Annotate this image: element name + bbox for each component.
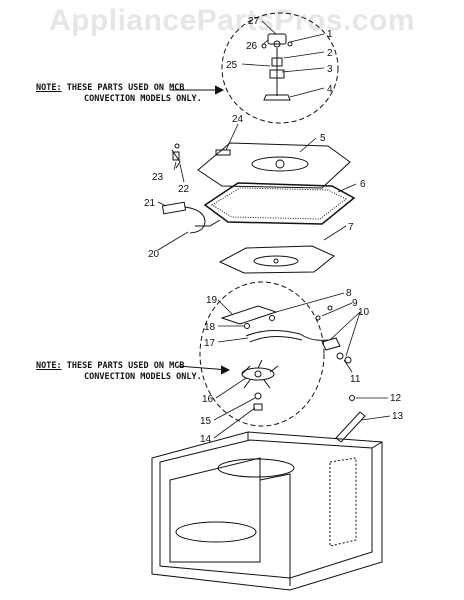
- leader-lines: [157, 20, 391, 439]
- callout-20: 20: [148, 249, 160, 260]
- callout-2: 2: [327, 48, 333, 59]
- panel-5-icon: [197, 142, 351, 189]
- callout-10: 10: [358, 307, 370, 318]
- heater-17-icon: [245, 330, 329, 341]
- note-middle-line1: THESE PARTS USED ON MCB: [66, 361, 185, 371]
- note-top-label: NOTE:: [36, 83, 62, 93]
- callout-27: 27: [248, 16, 260, 27]
- nut-14-icon: [253, 403, 263, 411]
- note-middle-label: NOTE:: [36, 361, 62, 371]
- part-10-icon: [321, 337, 341, 351]
- callout-4: 4: [327, 84, 333, 95]
- note-middle-line2: CONVECTION MODELS ONLY.: [84, 372, 202, 382]
- callout-8: 8: [346, 288, 352, 299]
- callout-21: 21: [144, 198, 156, 209]
- switch-22-icon: [171, 143, 181, 169]
- callout-24: 24: [232, 114, 244, 125]
- callout-11: 11: [350, 374, 361, 385]
- callout-5: 5: [320, 133, 326, 144]
- callout-1: 1: [327, 29, 333, 40]
- callout-18: 18: [204, 322, 216, 333]
- note-top-line1: THESE PARTS USED ON MCB: [66, 83, 185, 93]
- note-top: NOTE: THESE PARTS USED ON MCB CONVECTION…: [36, 83, 202, 105]
- callout-3: 3: [327, 64, 333, 75]
- tray-7-icon: [218, 245, 335, 274]
- callout-13: 13: [392, 411, 404, 422]
- bracket-21-icon: [161, 201, 221, 234]
- callout-7: 7: [348, 222, 354, 233]
- panel-6-icon: [203, 182, 356, 225]
- screw-12-icon: [349, 395, 355, 401]
- callout-22: 22: [178, 184, 190, 195]
- note-middle-arrow: [177, 365, 229, 371]
- callout-12: 12: [390, 393, 402, 404]
- callout-25: 25: [226, 60, 238, 71]
- bracket-19-icon: [220, 305, 278, 325]
- callout-23: 23: [152, 172, 164, 183]
- motor-assembly-icon: [261, 33, 293, 101]
- note-top-line2: CONVECTION MODELS ONLY.: [84, 94, 202, 104]
- washer-15-icon: [254, 392, 262, 400]
- fan-blade-16-icon: [241, 359, 279, 389]
- callout-14: 14: [200, 434, 212, 445]
- note-middle: NOTE: THESE PARTS USED ON MCB CONVECTION…: [36, 361, 202, 383]
- callout-9: 9: [352, 298, 358, 309]
- callout-labels: 27 26 1 2 25 3 4 24 5 23 22 6 21 7 20 8 …: [144, 16, 404, 445]
- callout-15: 15: [200, 416, 212, 427]
- callout-17: 17: [204, 338, 216, 349]
- oven-cavity-icon: [151, 431, 383, 591]
- rod-13-icon: [335, 411, 366, 443]
- callout-16: 16: [202, 394, 214, 405]
- watermark-text: AppliancePartsPros.com: [48, 4, 416, 37]
- callout-19: 19: [206, 295, 218, 306]
- detail-circle-top: [221, 12, 339, 124]
- detail-circle-middle: [199, 281, 325, 427]
- callout-26: 26: [246, 41, 258, 52]
- callout-6: 6: [360, 179, 366, 190]
- clip-24-icon: [215, 149, 231, 156]
